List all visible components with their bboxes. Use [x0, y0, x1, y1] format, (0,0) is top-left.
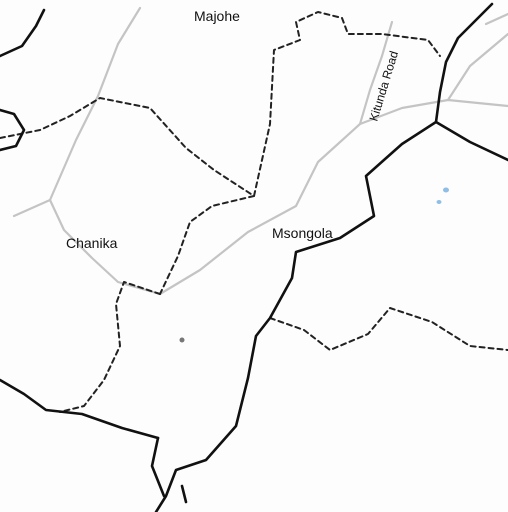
boundary-southwest [0, 378, 160, 440]
boundary-south [150, 436, 166, 498]
road-northeast-branch [446, 32, 508, 102]
water-spot-1 [443, 187, 449, 193]
boundary-river-main [154, 2, 494, 512]
place-label-msongola: Msongola [272, 225, 333, 241]
road-kitunda [358, 20, 394, 126]
boundary-east [269, 307, 508, 351]
place-label-chanika: Chanika [66, 235, 118, 251]
boundary-river-east-branch [434, 120, 508, 162]
road-chanika-south [48, 198, 162, 296]
boundary-north [0, 97, 255, 295]
boundary-majohe [253, 11, 441, 197]
water-spot-2 [436, 200, 442, 204]
boundary-west-south [59, 281, 161, 413]
boundary-top-left [0, 8, 46, 58]
road-east-stub [484, 12, 508, 26]
water-layer [436, 187, 449, 204]
boundary-left-hook [0, 108, 26, 152]
roads-layer [12, 6, 508, 296]
boundary-dashed-layer [0, 11, 508, 413]
road-main-east [158, 98, 508, 296]
road-northwest [12, 6, 142, 218]
boundary-south-stub [180, 484, 188, 504]
map-dot [179, 337, 185, 343]
place-label-majohe: Majohe [194, 8, 240, 24]
